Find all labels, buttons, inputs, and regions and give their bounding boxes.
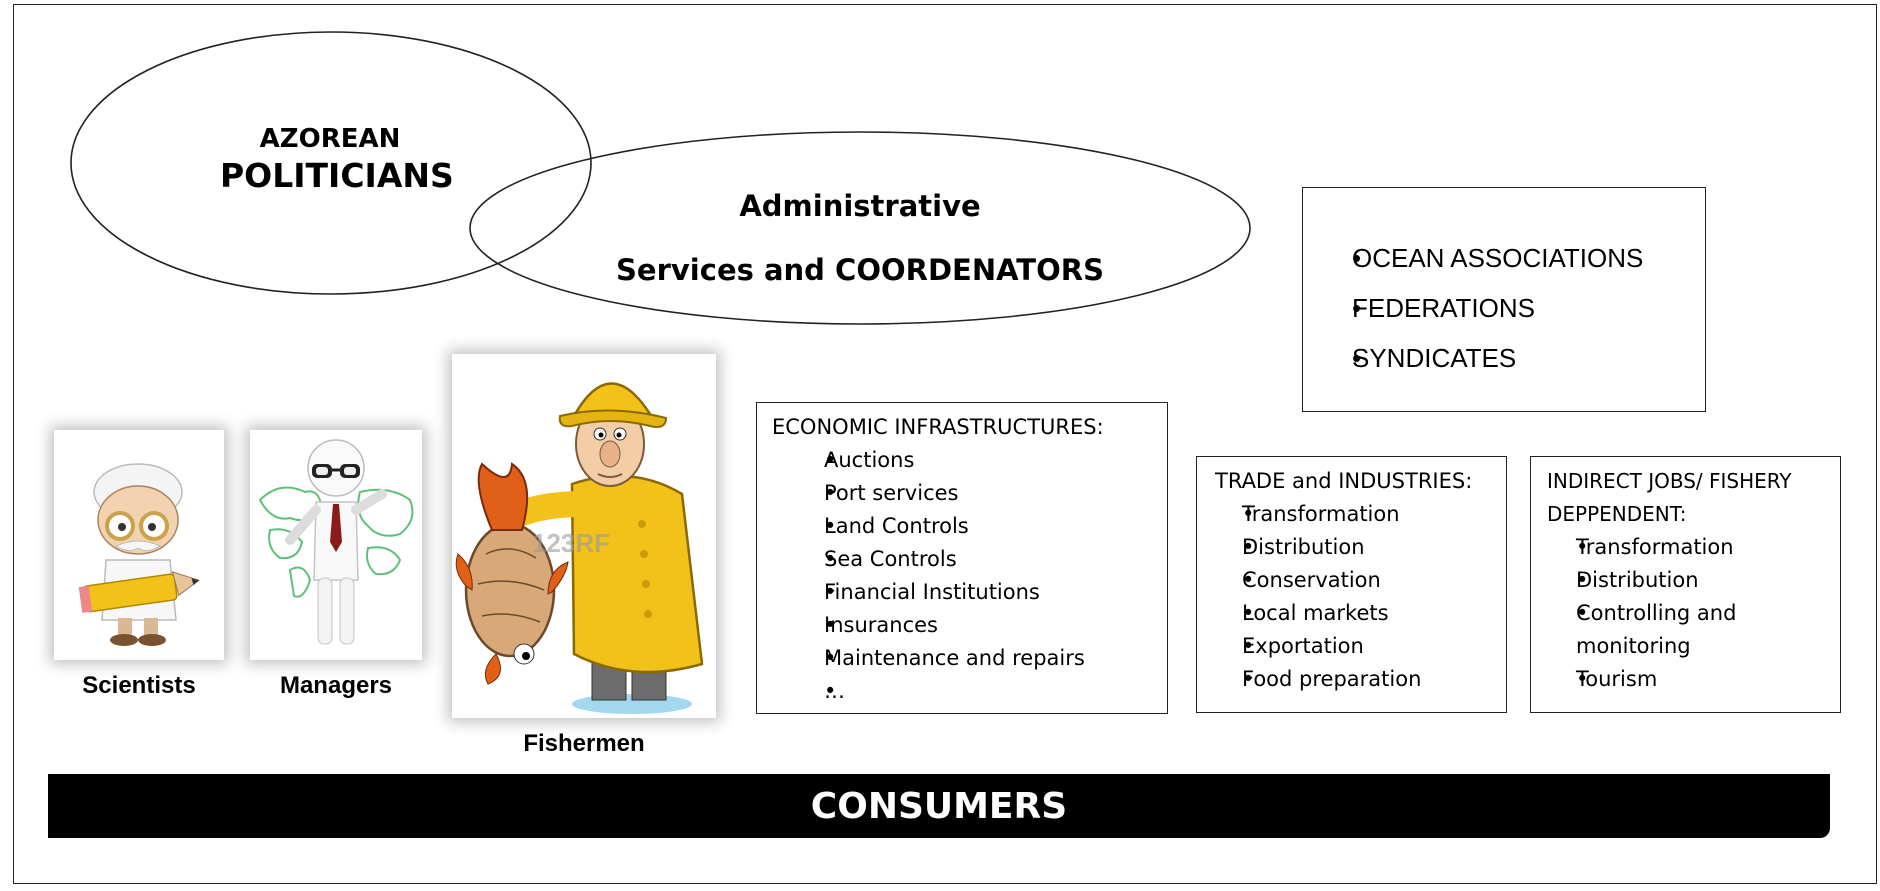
diagram-frame — [13, 4, 1877, 884]
indirect-title-line1: INDIRECT JOBS/ FISHERY — [1547, 469, 1792, 493]
indirect-item: Controlling and — [1547, 597, 1840, 630]
trade-item: Distribution — [1215, 531, 1506, 564]
fishermen-caption: Fishermen — [523, 730, 645, 757]
associations-item: FEDERATIONS — [1325, 283, 1705, 333]
politicians-line1: AZOREAN — [259, 124, 401, 154]
indirect-item: Tourism — [1547, 663, 1840, 696]
administrative-line1: Administrative — [739, 189, 981, 223]
indirect-item-continuation: monitoring — [1576, 634, 1691, 658]
associations-box: OCEAN ASSOCIATIONS FEDERATIONS SYNDICATE… — [1302, 187, 1706, 412]
consumers-label: CONSUMERS — [810, 785, 1068, 827]
trade-item: Local markets — [1215, 597, 1506, 630]
associations-list: OCEAN ASSOCIATIONS FEDERATIONS SYNDICATE… — [1325, 233, 1705, 383]
economic-item: … — [772, 675, 1167, 708]
watermark-text: 123RF — [532, 528, 610, 558]
trade-list: Transformation Distribution Conservation… — [1215, 498, 1506, 696]
fisherman-image: 123RF — [452, 354, 716, 718]
trade-item: Transformation — [1215, 498, 1506, 531]
administrative-ellipse — [469, 131, 1251, 325]
indirect-title-line2: DEPPENDENT: — [1547, 502, 1687, 526]
trade-item: Food preparation — [1215, 663, 1506, 696]
fisherman-illustration: 123RF — [455, 382, 704, 714]
indirect-item: Transformation — [1547, 531, 1840, 564]
politicians-ellipse — [70, 31, 592, 295]
economic-item: Land Controls — [772, 510, 1167, 543]
administrative-line2: Services and COORDENATORS — [616, 253, 1104, 287]
politicians-label: AZOREAN POLITICIANS — [220, 122, 454, 196]
indirect-box: INDIRECT JOBS/ FISHERY DEPPENDENT: Trans… — [1530, 456, 1841, 713]
economic-item: Insurances — [772, 609, 1167, 642]
consumers-bar: CONSUMERS — [48, 774, 1830, 838]
trade-item: Conservation — [1215, 564, 1506, 597]
indirect-item: Distribution — [1547, 564, 1840, 597]
economic-title: ECONOMIC INFRASTRUCTURES: — [772, 415, 1104, 439]
trade-box: TRADE and INDUSTRIES: Transformation Dis… — [1196, 456, 1507, 713]
indirect-list: Transformation Distribution Controlling … — [1547, 531, 1840, 696]
scientist-illustration — [78, 463, 200, 646]
economic-item: Auctions — [772, 444, 1167, 477]
trade-item: Exportation — [1215, 630, 1506, 663]
administrative-label: Administrative Services and COORDENATORS — [600, 186, 1120, 290]
associations-item: SYNDICATES — [1325, 333, 1705, 383]
scientists-caption: Scientists — [82, 672, 196, 699]
scientist-image — [54, 430, 224, 660]
manager-illustration — [258, 439, 414, 645]
economic-item: Financial Institutions — [772, 576, 1167, 609]
associations-item: OCEAN ASSOCIATIONS — [1325, 233, 1705, 283]
economic-item: Port services — [772, 477, 1167, 510]
economic-list: Auctions Port services Land Controls Sea… — [772, 444, 1167, 708]
manager-image — [250, 430, 422, 660]
managers-caption: Managers — [279, 672, 393, 699]
economic-box: ECONOMIC INFRASTRUCTURES: Auctions Port … — [756, 402, 1168, 714]
economic-item: Maintenance and repairs — [772, 642, 1167, 675]
trade-title: TRADE and INDUSTRIES: — [1215, 469, 1473, 493]
economic-item: Sea Controls — [772, 543, 1167, 576]
politicians-line2: POLITICIANS — [220, 156, 454, 195]
